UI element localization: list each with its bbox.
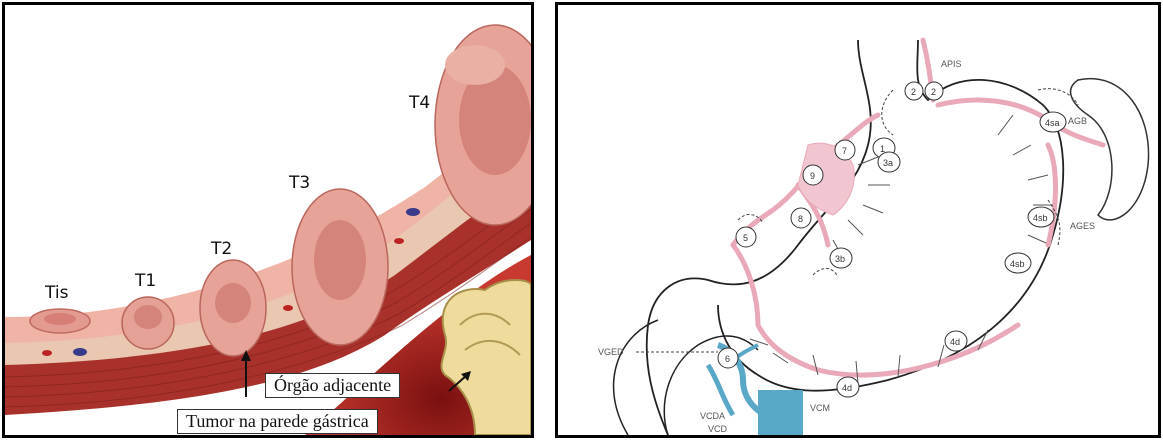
label-agb: AGB bbox=[1068, 116, 1087, 126]
label-vged: VGED bbox=[598, 347, 624, 357]
node-1: 1 bbox=[880, 144, 885, 154]
stomach-vessel-diagram: 1 2 2 3a 3b 4sa 4sb 4sb 4d 4d 5 6 7 8 9 … bbox=[558, 5, 1158, 435]
label-vcda: VCDA bbox=[700, 411, 725, 421]
node-4sb-lower: 4sb bbox=[1010, 259, 1025, 269]
tumor-t2 bbox=[200, 260, 266, 356]
node-9: 9 bbox=[810, 171, 815, 181]
stage-label-t1: T1 bbox=[134, 271, 156, 291]
node-8: 8 bbox=[798, 214, 803, 224]
label-apis: APIS bbox=[941, 59, 962, 69]
node-2b: 2 bbox=[931, 87, 936, 97]
tumor-tis bbox=[30, 309, 90, 333]
tumor-t3 bbox=[292, 189, 388, 345]
node-4d-upper: 4d bbox=[950, 337, 960, 347]
node-7: 7 bbox=[842, 146, 847, 156]
stage-label-tis: Tis bbox=[44, 283, 69, 303]
label-ages: AGES bbox=[1070, 221, 1095, 231]
node-4sb-upper: 4sb bbox=[1033, 213, 1048, 223]
stage-label-t2: T2 bbox=[210, 239, 232, 259]
adjacent-organ-callout: Órgão adjacente bbox=[265, 373, 400, 398]
spleen-outline bbox=[1071, 79, 1149, 220]
node-4sa: 4sa bbox=[1045, 118, 1060, 128]
tumor-t1 bbox=[122, 297, 174, 349]
node-5: 5 bbox=[743, 233, 748, 243]
node-6: 6 bbox=[725, 354, 730, 364]
node-3a: 3a bbox=[883, 158, 893, 168]
node-circles bbox=[718, 82, 1066, 397]
lymph-node-map-panel: 1 2 2 3a 3b 4sa 4sb 4sb 4d 4d 5 6 7 8 9 … bbox=[555, 2, 1161, 438]
stage-label-t3: T3 bbox=[288, 173, 310, 193]
sma-vein-block bbox=[758, 390, 803, 435]
tumor-staging-panel: Tis T1 T2 T3 T4 Órgão adjacente Tumor na… bbox=[2, 2, 534, 438]
node-4d-lower: 4d bbox=[842, 383, 852, 393]
duodenum-outer bbox=[614, 320, 658, 435]
label-vcd: VCD bbox=[708, 424, 728, 434]
node-3b: 3b bbox=[835, 254, 845, 264]
node-2a: 2 bbox=[911, 87, 916, 97]
tumor-wall-callout: Tumor na parede gástrica bbox=[177, 409, 378, 434]
label-vcm: VCM bbox=[810, 403, 830, 413]
stage-label-t4: T4 bbox=[408, 93, 430, 113]
gastric-wall-illustration: Tis T1 T2 T3 T4 bbox=[5, 5, 531, 435]
